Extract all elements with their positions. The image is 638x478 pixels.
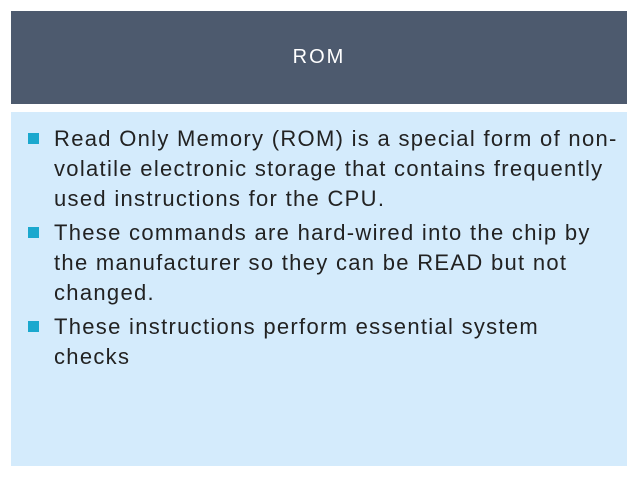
square-bullet-icon	[28, 321, 39, 332]
title-bar: ROM	[11, 11, 627, 104]
bullet-text: These instructions perform essential sys…	[54, 314, 540, 369]
square-bullet-icon	[28, 133, 39, 144]
bullet-item: These instructions perform essential sys…	[28, 312, 620, 372]
bullet-text: These commands are hard-wired into the c…	[54, 220, 591, 305]
content-box: Read Only Memory (ROM) is a special form…	[11, 112, 627, 466]
bullet-item: Read Only Memory (ROM) is a special form…	[28, 124, 620, 214]
bullet-item: These commands are hard-wired into the c…	[28, 218, 620, 308]
bullet-list: Read Only Memory (ROM) is a special form…	[28, 124, 620, 376]
slide-title: ROM	[292, 46, 346, 68]
square-bullet-icon	[28, 227, 39, 238]
bullet-text: Read Only Memory (ROM) is a special form…	[54, 126, 618, 211]
